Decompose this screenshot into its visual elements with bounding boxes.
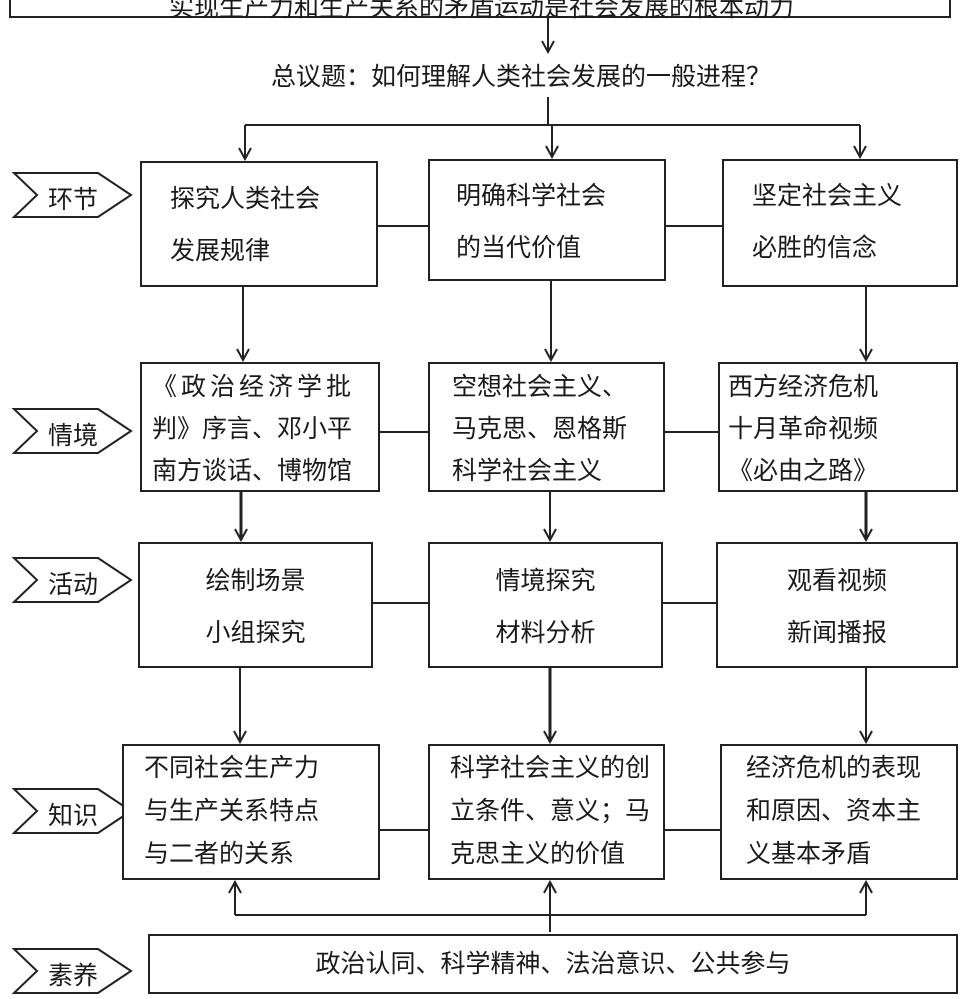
knowledge-3-line-1: 经济危机的表现: [746, 753, 922, 782]
side-arrow-knowledge: [11, 788, 133, 834]
knowledge-1-line-1: 不同社会生产力: [144, 753, 320, 782]
context-1-line-2: 判》序言、邓小平: [152, 414, 353, 443]
activity-box-3: 观看视频 新闻播报: [716, 542, 958, 668]
context-2-line-2: 马克思、恩格斯: [452, 414, 628, 443]
activity-2-line-2: 材料分析: [495, 618, 596, 647]
knowledge-3-line-2: 和原因、资本主: [746, 796, 922, 825]
side-arrow-context: [11, 408, 133, 454]
activity-1-line-1: 绘制场景: [205, 566, 306, 595]
knowledge-box-1: 不同社会生产力 与生产关系特点 与二者的关系: [122, 744, 380, 880]
activity-box-2: 情境探究 材料分析: [428, 542, 663, 668]
side-arrow-activity: [11, 557, 133, 603]
side-arrow-literacy: [11, 948, 133, 994]
stage-box-3: 坚定社会主义 必胜的信念: [722, 159, 958, 287]
context-box-1: 《政治经济学批 判》序言、邓小平 南方谈话、博物馆: [140, 362, 380, 492]
knowledge-1-line-2: 与生产关系特点: [144, 796, 320, 825]
side-label-knowledge: 知识: [48, 801, 99, 830]
top-banner-text: 实现生产力和生产关系的矛盾运动是社会发展的根本动力: [168, 0, 794, 22]
context-1-line-3: 南方谈话、博物馆: [152, 456, 353, 485]
context-box-2: 空想社会主义、 马克思、恩格斯 科学社会主义: [428, 362, 665, 492]
context-box-3: 西方经济危机 十月革命视频 《必由之路》: [718, 362, 958, 492]
stage-2-line-1: 明确科学社会: [456, 181, 607, 210]
side-arrow-stage: [11, 172, 133, 218]
top-banner-box: [9, 0, 951, 18]
stage-1-line-1: 探究人类社会: [170, 184, 321, 213]
activity-2-line-1: 情境探究: [495, 566, 596, 595]
side-label-context: 情境: [48, 421, 99, 450]
literacy-text: 政治认同、科学精神、法治意识、公共参与: [315, 949, 791, 978]
stage-2-line-2: 的当代价值: [456, 233, 582, 262]
context-2-line-1: 空想社会主义、: [452, 372, 628, 401]
activity-3-line-1: 观看视频: [786, 566, 887, 595]
knowledge-box-3: 经济危机的表现 和原因、资本主 义基本矛盾: [720, 744, 958, 880]
knowledge-1-line-3: 与二者的关系: [144, 839, 295, 868]
knowledge-3-line-3: 义基本矛盾: [746, 839, 872, 868]
side-label-literacy: 素养: [48, 961, 99, 990]
context-3-line-1: 西方经济危机: [728, 372, 879, 401]
side-label-activity: 活动: [48, 570, 99, 599]
knowledge-2-line-2: 立条件、意义；马: [450, 796, 651, 825]
context-2-line-3: 科学社会主义: [452, 456, 603, 485]
activity-3-line-2: 新闻播报: [786, 618, 887, 647]
context-3-line-3: 《必由之路》: [728, 456, 879, 485]
stage-box-2: 明确科学社会 的当代价值: [428, 159, 666, 281]
knowledge-box-2: 科学社会主义的创 立条件、意义；马 克思主义的价值: [428, 744, 665, 880]
stage-box-1: 探究人类社会 发展规律: [140, 161, 378, 287]
knowledge-2-line-1: 科学社会主义的创: [450, 753, 651, 782]
overall-topic: 总议题：如何理解人类社会发展的一般进程？: [271, 62, 772, 91]
stage-1-line-2: 发展规律: [170, 236, 271, 265]
literacy-box: 政治认同、科学精神、法治意识、公共参与: [148, 934, 958, 994]
context-3-line-2: 十月革命视频: [728, 414, 879, 443]
activity-box-1: 绘制场景 小组探究: [138, 542, 373, 668]
context-1-line-1: 《政治经济学批: [152, 372, 356, 401]
knowledge-2-line-3: 克思主义的价值: [450, 839, 626, 868]
stage-3-line-1: 坚定社会主义: [752, 181, 903, 210]
side-label-stage: 环节: [48, 185, 99, 214]
activity-1-line-2: 小组探究: [205, 618, 306, 647]
stage-3-line-2: 必胜的信念: [752, 233, 878, 262]
